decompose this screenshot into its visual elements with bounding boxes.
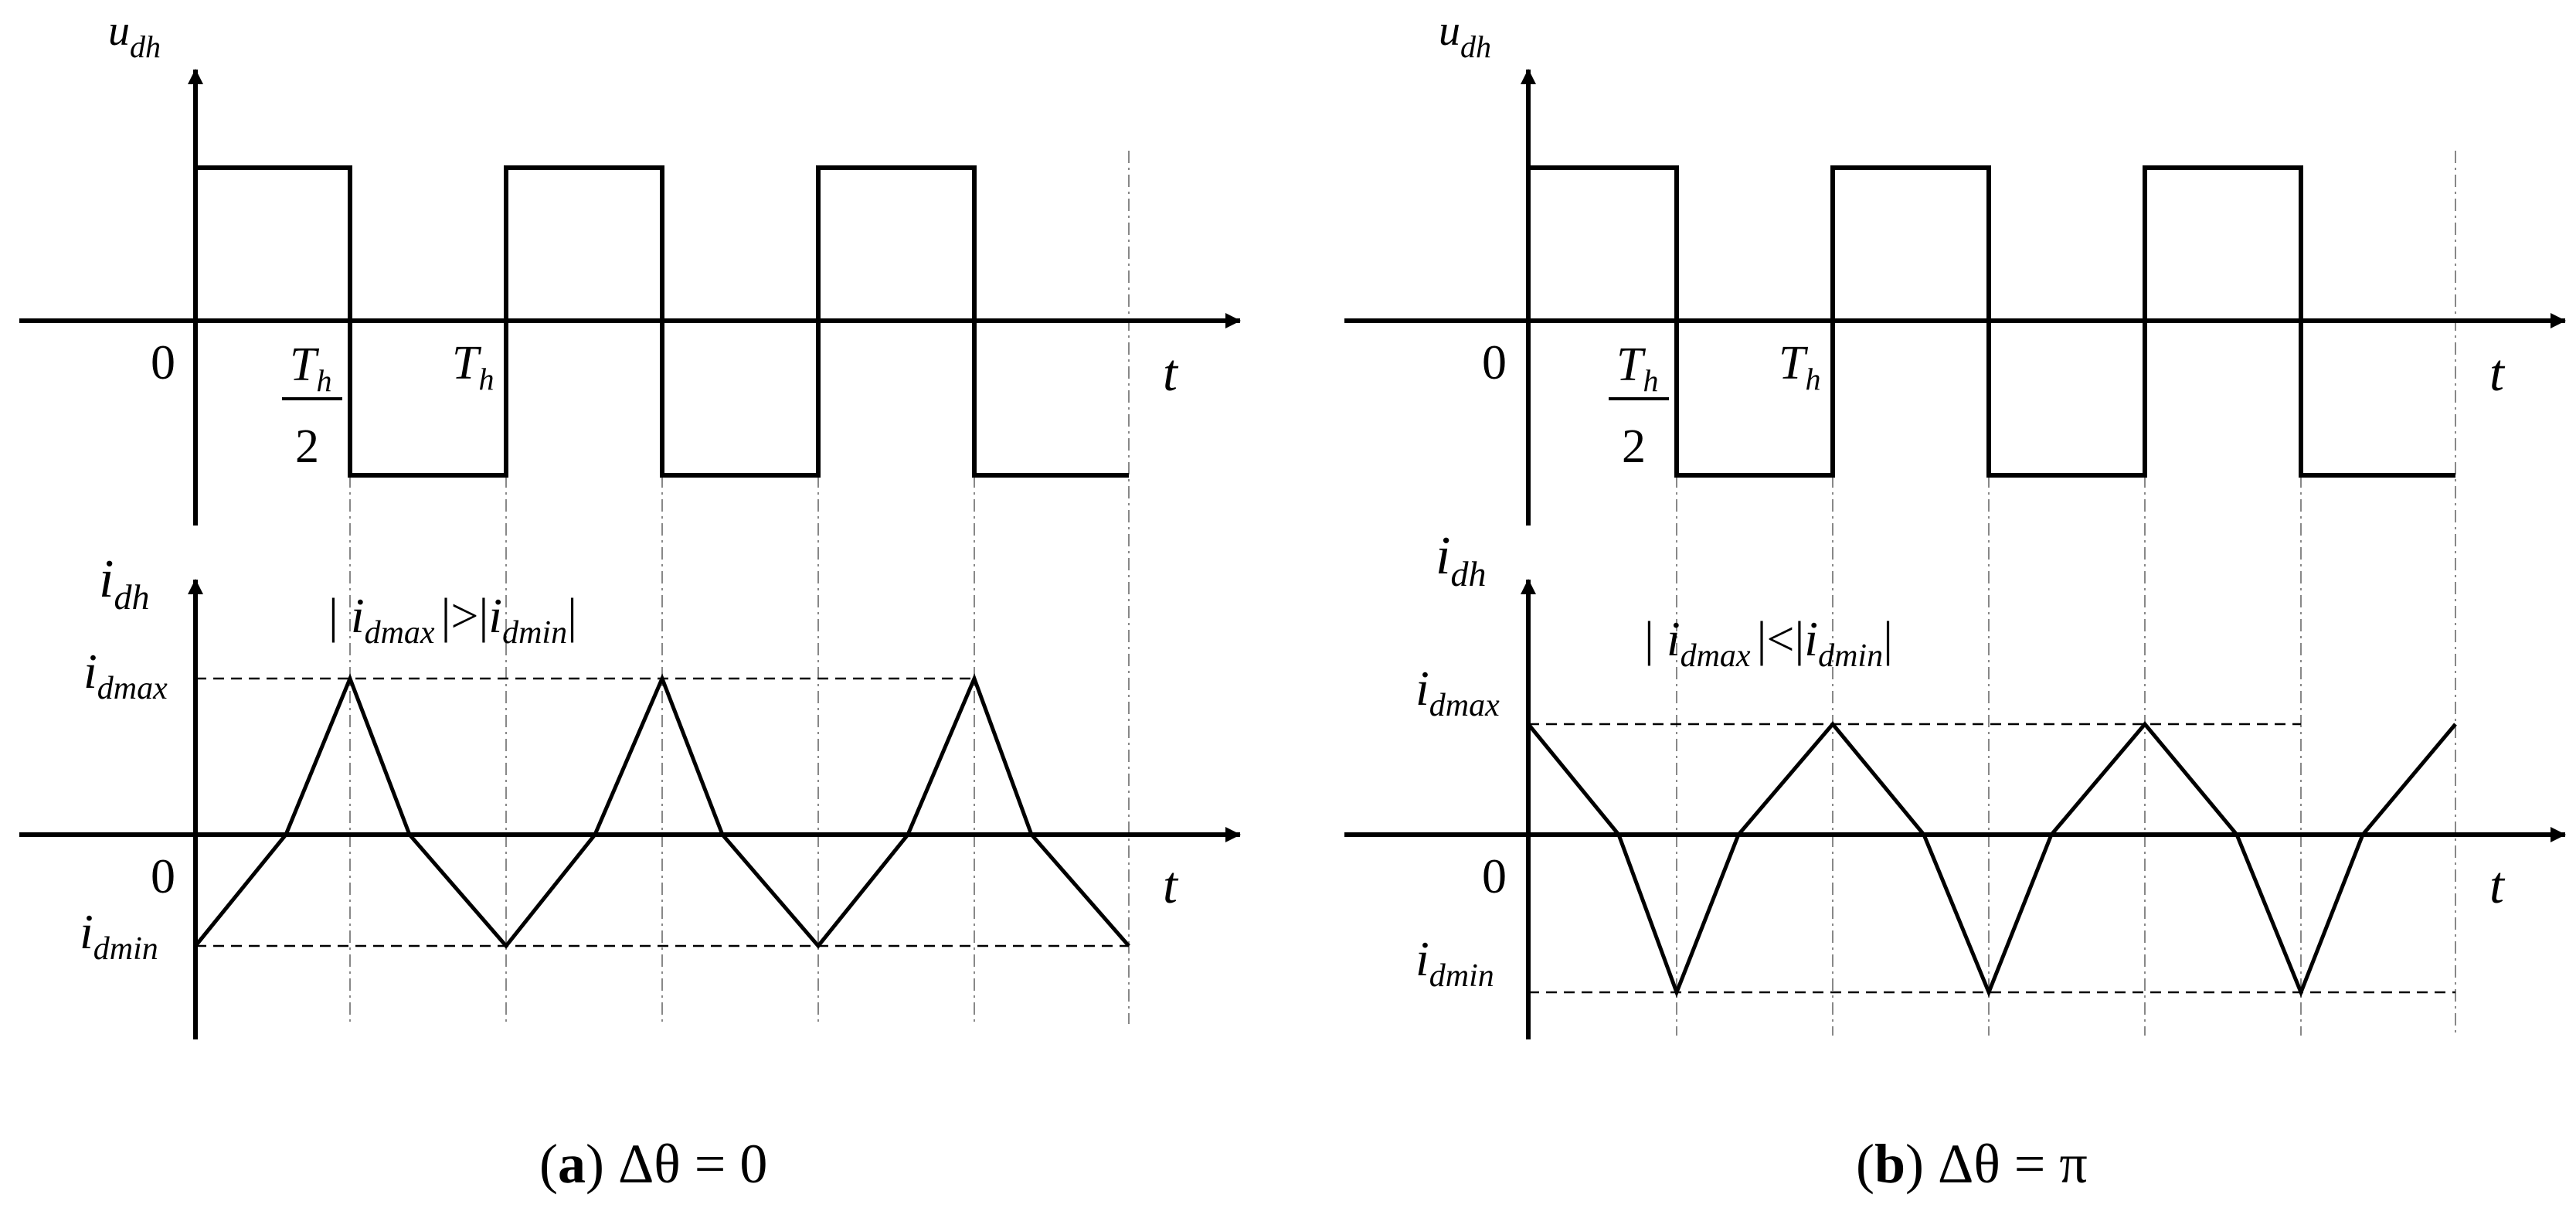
svg-text:Th: Th [290,338,331,398]
voltage-origin-label: 0 [151,335,175,389]
voltage-square-wave [193,165,1129,478]
current-origin-label: 0 [1482,849,1507,903]
voltage-t-label: t [2489,343,2506,402]
voltage-t-label: t [1163,343,1179,402]
current-wave [194,673,1130,949]
svg-text:2: 2 [1622,420,1646,473]
imin-label: idmin [1415,931,1494,994]
period-guide-lines [1676,151,2456,1036]
imax-label: idmax [83,644,168,706]
svg-text:2: 2 [295,420,319,473]
imax-label: idmax [1415,661,1500,723]
half-period-label: Th 2 [1609,338,1669,473]
caption-b: (b) Δθ = π [1856,1133,2088,1195]
current-t-label: t [2489,856,2506,914]
panel-b: udh 0 t Th 2 Th idh 0 t idmax idmin |idm… [1344,7,2566,1195]
caption-a: (a) Δθ = 0 [539,1133,767,1195]
panel-a: udh 0 t Th 2 Th idh 0 t idmax idmin [19,7,1241,1195]
half-period-label: Th 2 [282,338,342,473]
period-label: Th [452,337,494,396]
imin-label: idmin [80,904,158,967]
voltage-y-label: udh [1439,7,1491,64]
period-label: Th [1779,337,1820,396]
current-wave [1527,721,2457,998]
current-y-label: idh [99,549,149,617]
voltage-square-wave [1526,165,2455,478]
period-guide-lines [349,151,1130,1024]
voltage-origin-label: 0 [1482,335,1507,389]
voltage-y-label: udh [108,7,161,64]
current-t-label: t [1163,856,1179,914]
amplitude-relation: |idmax|>|idmin| [328,588,577,651]
amplitude-relation: |idmax|<|idmin| [1644,611,1893,674]
current-origin-label: 0 [151,849,175,903]
current-y-label: idh [1436,526,1486,594]
svg-text:Th: Th [1616,338,1658,398]
